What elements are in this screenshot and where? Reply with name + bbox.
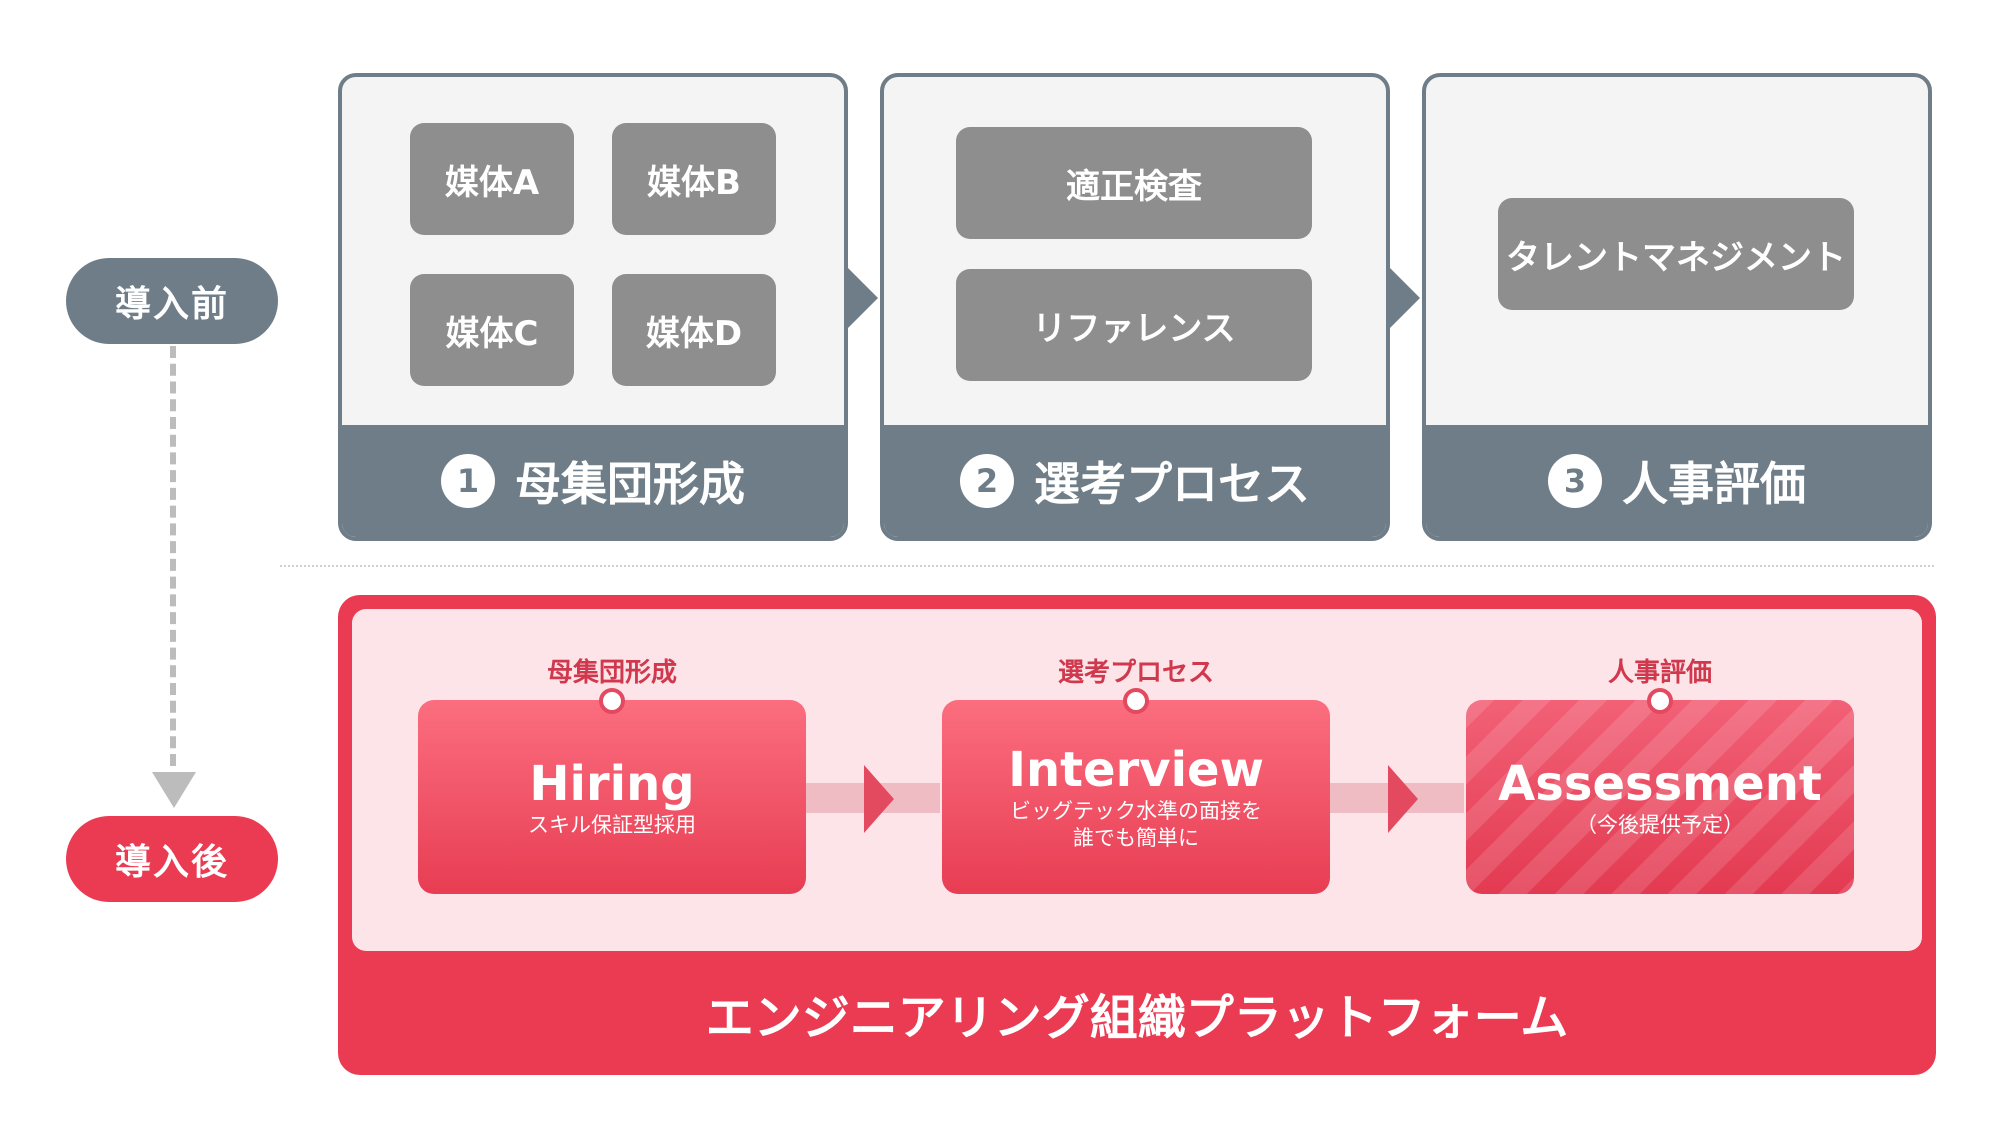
card-subtitle: スキル保証型採用 — [528, 812, 696, 837]
step-label: 母集団形成 — [546, 658, 677, 688]
media-box: 媒体B — [612, 123, 776, 235]
dashed-connector — [170, 346, 176, 766]
panel-footer: 3 人事評価 — [1426, 425, 1928, 537]
card-subtitle: ビッグテック水準の面接を — [1010, 799, 1262, 823]
panel-footer: 1 母集団形成 — [342, 425, 844, 537]
media-box: 媒体D — [612, 274, 776, 386]
panel-title: 選考プロセス — [1034, 457, 1310, 511]
before-panel-2: 適正検査 リファレンス 2 選考プロセス — [880, 73, 1390, 541]
media-box: 媒体A — [410, 123, 574, 235]
section-divider — [280, 565, 1934, 567]
interview-card: Interview ビッグテック水準の面接を 誰でも簡単に — [942, 700, 1330, 894]
assessment-card: Assessment （今後提供予定） — [1466, 700, 1854, 894]
panel-footer: 2 選考プロセス — [884, 425, 1386, 537]
card-subtitle: （今後提供予定） — [1576, 812, 1744, 837]
chevron-right-icon — [864, 765, 894, 833]
step-label: 選考プロセス — [1057, 658, 1214, 688]
process-box: リファレンス — [956, 269, 1312, 381]
chevron-right-icon — [848, 268, 878, 328]
step-number-badge: 2 — [960, 454, 1014, 508]
chevron-right-icon — [1388, 765, 1418, 833]
before-panel-1: 媒体A 媒体B 媒体C 媒体D 1 母集団形成 — [338, 73, 848, 541]
marker-dot-icon — [1123, 688, 1149, 714]
card-subtitle: 誰でも簡単に — [1073, 826, 1199, 850]
platform-label: エンジニアリング組織プラットフォーム — [705, 990, 1569, 1046]
step-number-badge: 3 — [1548, 454, 1602, 508]
step-number-badge: 1 — [441, 454, 495, 508]
stage-after-pill: 導入後 — [66, 816, 278, 902]
marker-dot-icon — [1647, 688, 1673, 714]
card-title: Hiring — [529, 755, 695, 812]
card-title: Assessment — [1498, 755, 1822, 812]
marker-dot-icon — [599, 688, 625, 714]
process-box: タレントマネジメント — [1498, 198, 1854, 310]
step-label: 人事評価 — [1607, 658, 1712, 688]
card-title: Interview — [1008, 742, 1264, 798]
before-panel-3: タレントマネジメント 3 人事評価 — [1422, 73, 1932, 541]
panel-title: 人事評価 — [1622, 457, 1806, 511]
down-arrow-icon — [152, 772, 196, 808]
stage-before-pill: 導入前 — [66, 258, 278, 344]
process-box: 適正検査 — [956, 127, 1312, 239]
panel-title: 母集団形成 — [515, 457, 745, 511]
chevron-right-icon — [1390, 268, 1420, 328]
media-box: 媒体C — [410, 274, 574, 386]
hiring-card: Hiring スキル保証型採用 — [418, 700, 806, 894]
